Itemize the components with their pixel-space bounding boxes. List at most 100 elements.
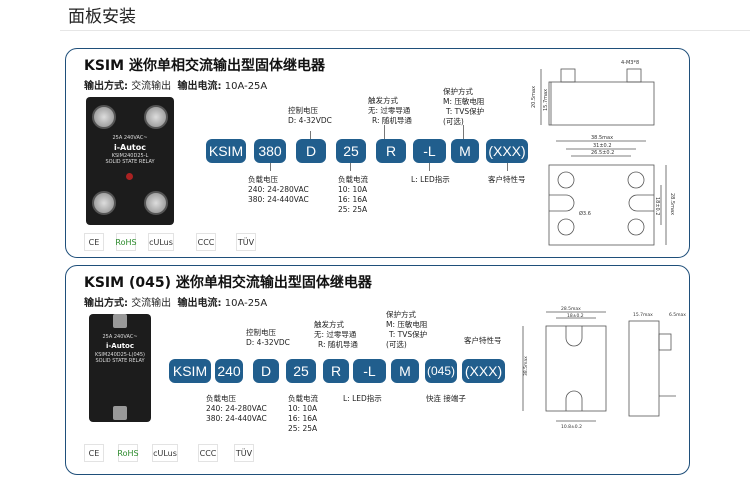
output-current-label: 输出电流:: [177, 298, 222, 309]
dimension-label: 18±0.2: [567, 313, 584, 319]
legend-option: 无: 过零导通: [314, 330, 357, 339]
legend-option: 16: 16A: [288, 414, 318, 423]
led-legend: L: LED指示: [411, 175, 450, 184]
leader-line: [350, 163, 351, 171]
legend-title: 保护方式: [443, 87, 473, 96]
dimension-label: 10.8±0.2: [561, 424, 582, 430]
legend-option: 380: 24-440VAC: [248, 195, 309, 204]
legend-option: 10: 10A: [288, 404, 318, 413]
card-subtitle: 输出方式: 交流输出 输出电流: 10A-25A: [84, 294, 267, 309]
leader-line: [507, 163, 508, 171]
legend-option: D: 4-32VDC: [288, 116, 332, 125]
product-type: SOLID STATE RELAY: [95, 358, 145, 364]
legend-title: 控制电压: [246, 328, 276, 337]
ul-cert-icon: cULus: [152, 444, 178, 462]
ccc-cert-icon: CCC: [198, 444, 218, 462]
legend-note: (可选): [443, 117, 464, 126]
legend-title: 保护方式: [386, 310, 416, 319]
legend-option: 无: 过零导通: [368, 106, 411, 115]
output-current: 10A-25A: [224, 81, 268, 92]
code-trigger: R: [376, 139, 406, 163]
code-trigger: R: [323, 359, 349, 383]
code-led: -L: [413, 139, 446, 163]
code-led: -L: [353, 359, 386, 383]
dimension-label: 15.7max: [543, 89, 549, 111]
legend-option: R: 随机导通: [372, 116, 412, 125]
product-type: SOLID STATE RELAY: [105, 159, 155, 165]
legend-option: D: 4-32VDC: [246, 338, 290, 347]
leader-line: [384, 125, 385, 139]
dimension-label: 28.5max: [561, 306, 581, 312]
output-mode: 交流输出: [131, 298, 172, 309]
ccc-cert-icon: CCC: [196, 233, 216, 251]
dimension-label: 15.7max: [633, 312, 653, 318]
product-model: KSIM240D25-L: [111, 153, 149, 159]
tuv-cert-icon: TÜV: [236, 233, 256, 251]
leader-line: [270, 163, 271, 171]
dimension-label: 31±0.2: [593, 143, 612, 149]
legend-option: M: 压敏电阻: [386, 320, 428, 329]
legend-option: 380: 24-440VAC: [206, 414, 267, 423]
product-rating: 25A 240VAC~: [102, 334, 138, 340]
leader-line: [310, 131, 311, 139]
screw-terminal-icon: [144, 191, 168, 215]
code-load-voltage: 380: [254, 139, 286, 163]
product-brand: i-Autoc: [113, 143, 146, 152]
divider: [60, 30, 750, 31]
card-title: KSIM 迷你单相交流输出型固体继电器: [84, 58, 325, 74]
code-load-voltage: 240: [215, 359, 243, 383]
dimension-label: 38.5max: [591, 135, 613, 141]
led-legend: L: LED指示: [343, 394, 382, 403]
product-image: 25A 240VAC~ i-Autoc KSIM240D25-L SOLID S…: [86, 97, 174, 225]
dimension-label: 26.5±0.2: [591, 150, 614, 156]
product-card-ksim-045: KSIM (045) 迷你单相交流输出型固体继电器 输出方式: 交流输出 输出电…: [65, 265, 690, 475]
card-title: KSIM (045) 迷你单相交流输出型固体继电器: [84, 275, 372, 291]
legend-title: 负载电压: [248, 175, 278, 184]
code-control-voltage: D: [253, 359, 279, 383]
dimension-label: 28.5max: [669, 193, 675, 215]
code-series: KSIM: [169, 359, 211, 383]
code-protection: M: [391, 359, 419, 383]
dimension-label: 6.5max: [669, 312, 686, 318]
rohs-cert-icon: RoHS: [115, 233, 137, 251]
legend-option: R: 随机导通: [318, 340, 358, 349]
dimension-label: Ø3.6: [579, 210, 591, 217]
product-model: KSIM240D25-L(045): [94, 352, 146, 358]
code-customer: (XXX): [462, 359, 505, 383]
dimension-drawing: 28.5max 18±0.2 15.7max 6.5max 38.5max 10…: [522, 306, 686, 430]
legend-title: 控制电压: [288, 106, 318, 115]
screw-terminal-icon: [144, 105, 168, 129]
quick-connect-terminal-icon: [113, 406, 127, 420]
code-series: KSIM: [206, 139, 246, 163]
legend-note: (可选): [386, 340, 407, 349]
legend-title: 负载电流: [338, 175, 368, 184]
dimension-drawing: 4-M3*8 20.5max 15.7max 38.5max 31±0.2 26…: [531, 60, 675, 246]
card-subtitle: 输出方式: 交流输出 输出电流: 10A-25A: [84, 77, 267, 92]
legend-option: T: TVS保护: [389, 330, 428, 339]
output-mode-label: 输出方式:: [84, 298, 128, 309]
product-rating: 25A 240VAC~: [112, 135, 148, 141]
screw-terminal-icon: [92, 105, 116, 129]
product-image: 25A 240VAC~ i-Autoc KSIM240D25-L(045) SO…: [89, 314, 151, 422]
dimension-label: 18±0.2: [654, 197, 660, 216]
dimension-label: 20.5max: [531, 86, 537, 108]
tuv-cert-icon: TÜV: [234, 444, 254, 462]
ce-cert-icon: CE: [84, 444, 104, 462]
legend-title: 负载电压: [206, 394, 236, 403]
led-indicator: [126, 173, 133, 180]
screw-terminal-icon: [92, 191, 116, 215]
legend-title: 负载电流: [288, 394, 318, 403]
dimension-label: 38.5max: [523, 356, 529, 376]
legend-option: 25: 25A: [288, 424, 318, 433]
legend-option: M: 压敏电阻: [443, 97, 485, 106]
legend-option: T: TVS保护: [446, 107, 485, 116]
